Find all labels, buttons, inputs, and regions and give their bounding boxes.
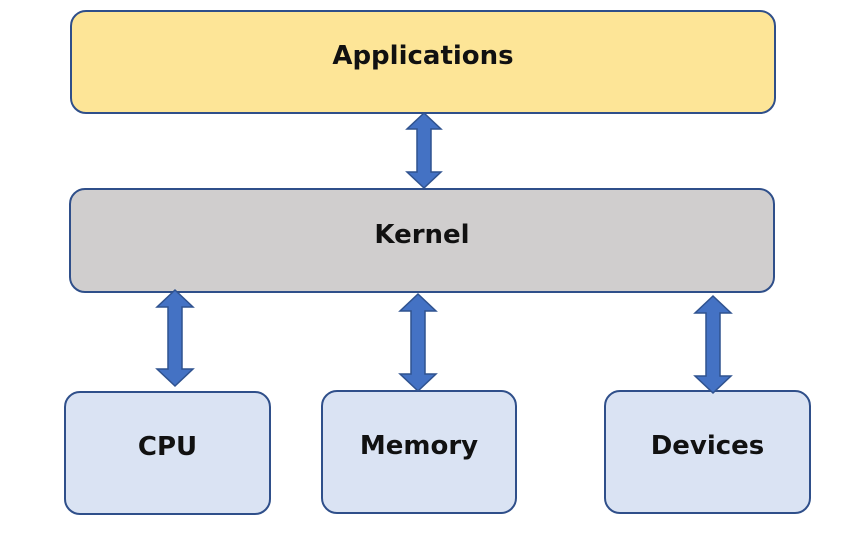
kernel-label: Kernel: [374, 219, 470, 250]
devices-box: Devices: [604, 390, 811, 514]
kernel-box: Kernel: [69, 188, 775, 293]
arrow-kernel-cpu: [155, 288, 195, 388]
memory-box: Memory: [321, 390, 517, 514]
applications-box: Applications: [70, 10, 776, 114]
devices-label: Devices: [650, 431, 765, 461]
cpu-box: CPU: [64, 391, 271, 515]
cpu-label: CPU: [137, 432, 198, 462]
arrow-kernel-memory: [398, 292, 438, 393]
arrow-kernel-devices: [693, 294, 733, 395]
memory-label: Memory: [359, 431, 479, 461]
arrow-applications-kernel: [405, 111, 443, 190]
applications-label: Applications: [332, 41, 514, 71]
